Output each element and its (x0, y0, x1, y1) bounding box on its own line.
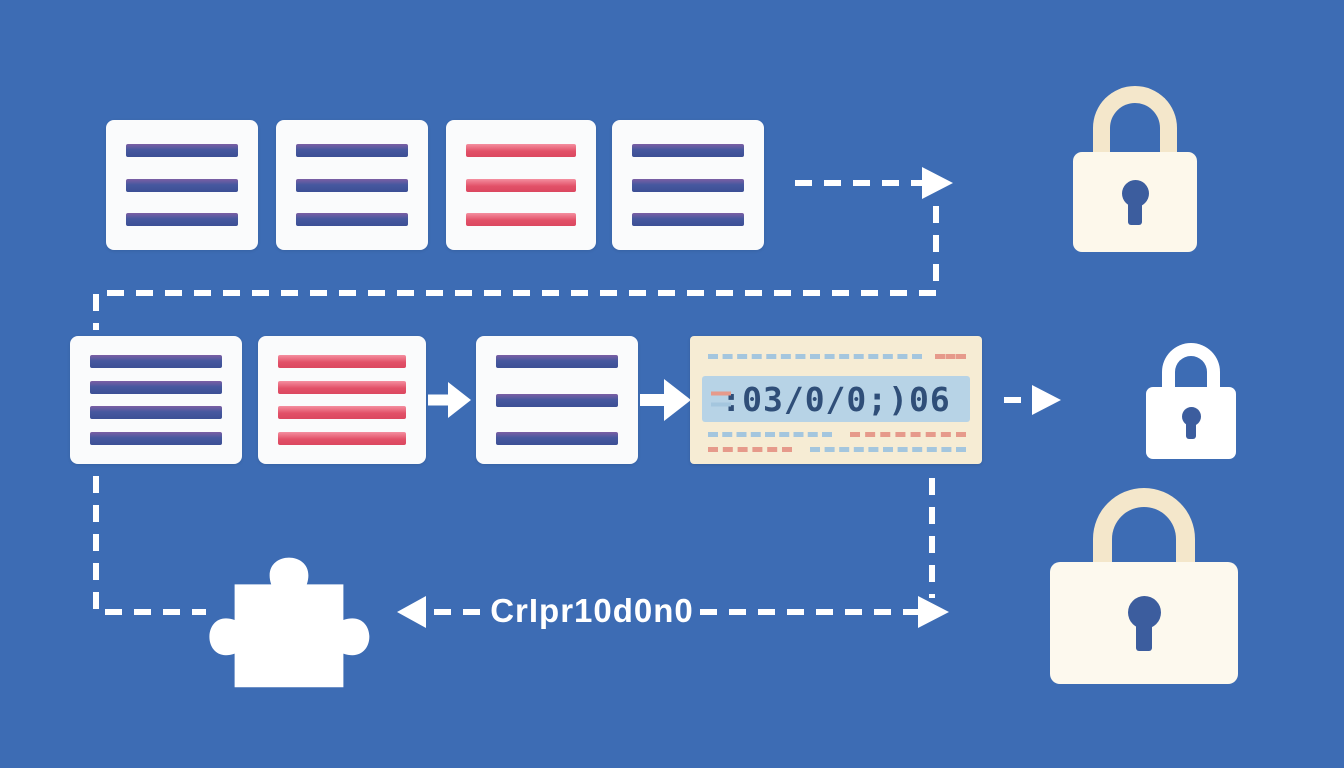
text-line-bar (496, 432, 618, 445)
keyhole-stem (1128, 200, 1142, 225)
text-line-bar (496, 393, 618, 407)
document-lines (496, 355, 618, 445)
document-card (612, 120, 764, 250)
text-line-bar (90, 406, 222, 420)
document-lines (126, 144, 238, 226)
document-lines (296, 144, 408, 226)
document-card (276, 120, 428, 250)
text-line-bar (296, 213, 408, 226)
keyhole-stem (1186, 422, 1196, 439)
cipher-text: :03/0/0;)06 (721, 379, 951, 419)
document-lines (632, 144, 744, 226)
text-line-bar (126, 178, 238, 192)
text-line-bar (632, 144, 744, 157)
text-line-bar (296, 178, 408, 192)
solid-arrow-2-head (664, 379, 691, 421)
cipher-box: :03/0/0;)06 (690, 336, 982, 464)
solid-arrow-1-head (448, 382, 471, 418)
cipher-texture-line (935, 354, 966, 359)
padlock-top-icon (1073, 86, 1197, 252)
text-line-bar (466, 213, 576, 226)
padlock-body (1073, 152, 1197, 252)
text-line-bar (496, 355, 618, 368)
keyhole-stem (1136, 622, 1152, 651)
text-line-bar (126, 213, 238, 226)
document-card (258, 336, 426, 464)
cipher-highlight-band: :03/0/0;)06 (702, 376, 970, 422)
cipher-texture-line (708, 432, 832, 437)
text-line-bar (632, 178, 744, 192)
text-line-bar (466, 178, 576, 192)
cipher-texture-line (708, 354, 922, 359)
cipher-texture-line (708, 447, 792, 452)
padlock-body (1050, 562, 1238, 684)
cipher-tick-marks (711, 391, 731, 407)
cipher-texture-line (810, 447, 966, 452)
document-card (70, 336, 242, 464)
padlock-bottom-icon (1050, 488, 1238, 684)
bottom-cipher-label: CrIpr10d0n0 (490, 592, 694, 629)
text-line-bar (278, 355, 406, 368)
dashed-left-down-path (93, 476, 206, 615)
text-line-bar (278, 380, 406, 394)
document-card (106, 120, 258, 250)
text-line-bar (466, 144, 576, 157)
puzzle-piece-icon (209, 557, 370, 688)
arrowhead-bottom-right-icon (918, 596, 949, 628)
text-line-bar (90, 380, 222, 394)
arrowhead-mid-right-icon (1032, 385, 1061, 415)
text-line-bar (278, 431, 406, 445)
cipher-texture-line (850, 432, 966, 437)
text-line-bar (126, 144, 238, 157)
padlock-body (1146, 387, 1236, 459)
keyhole-icon (1181, 407, 1201, 426)
text-line-bar (90, 355, 222, 368)
text-line-bar (278, 406, 406, 420)
document-lines (466, 144, 576, 226)
document-lines (90, 355, 222, 445)
text-line-bar (90, 431, 222, 445)
document-card (476, 336, 638, 464)
text-line-bar (632, 213, 744, 226)
document-card (446, 120, 596, 250)
arrowhead-top-right-icon (922, 167, 953, 199)
arrowhead-bottom-left-icon (397, 596, 426, 628)
document-lines (278, 355, 406, 445)
padlock-middle-icon (1146, 343, 1236, 459)
text-line-bar (296, 144, 408, 157)
